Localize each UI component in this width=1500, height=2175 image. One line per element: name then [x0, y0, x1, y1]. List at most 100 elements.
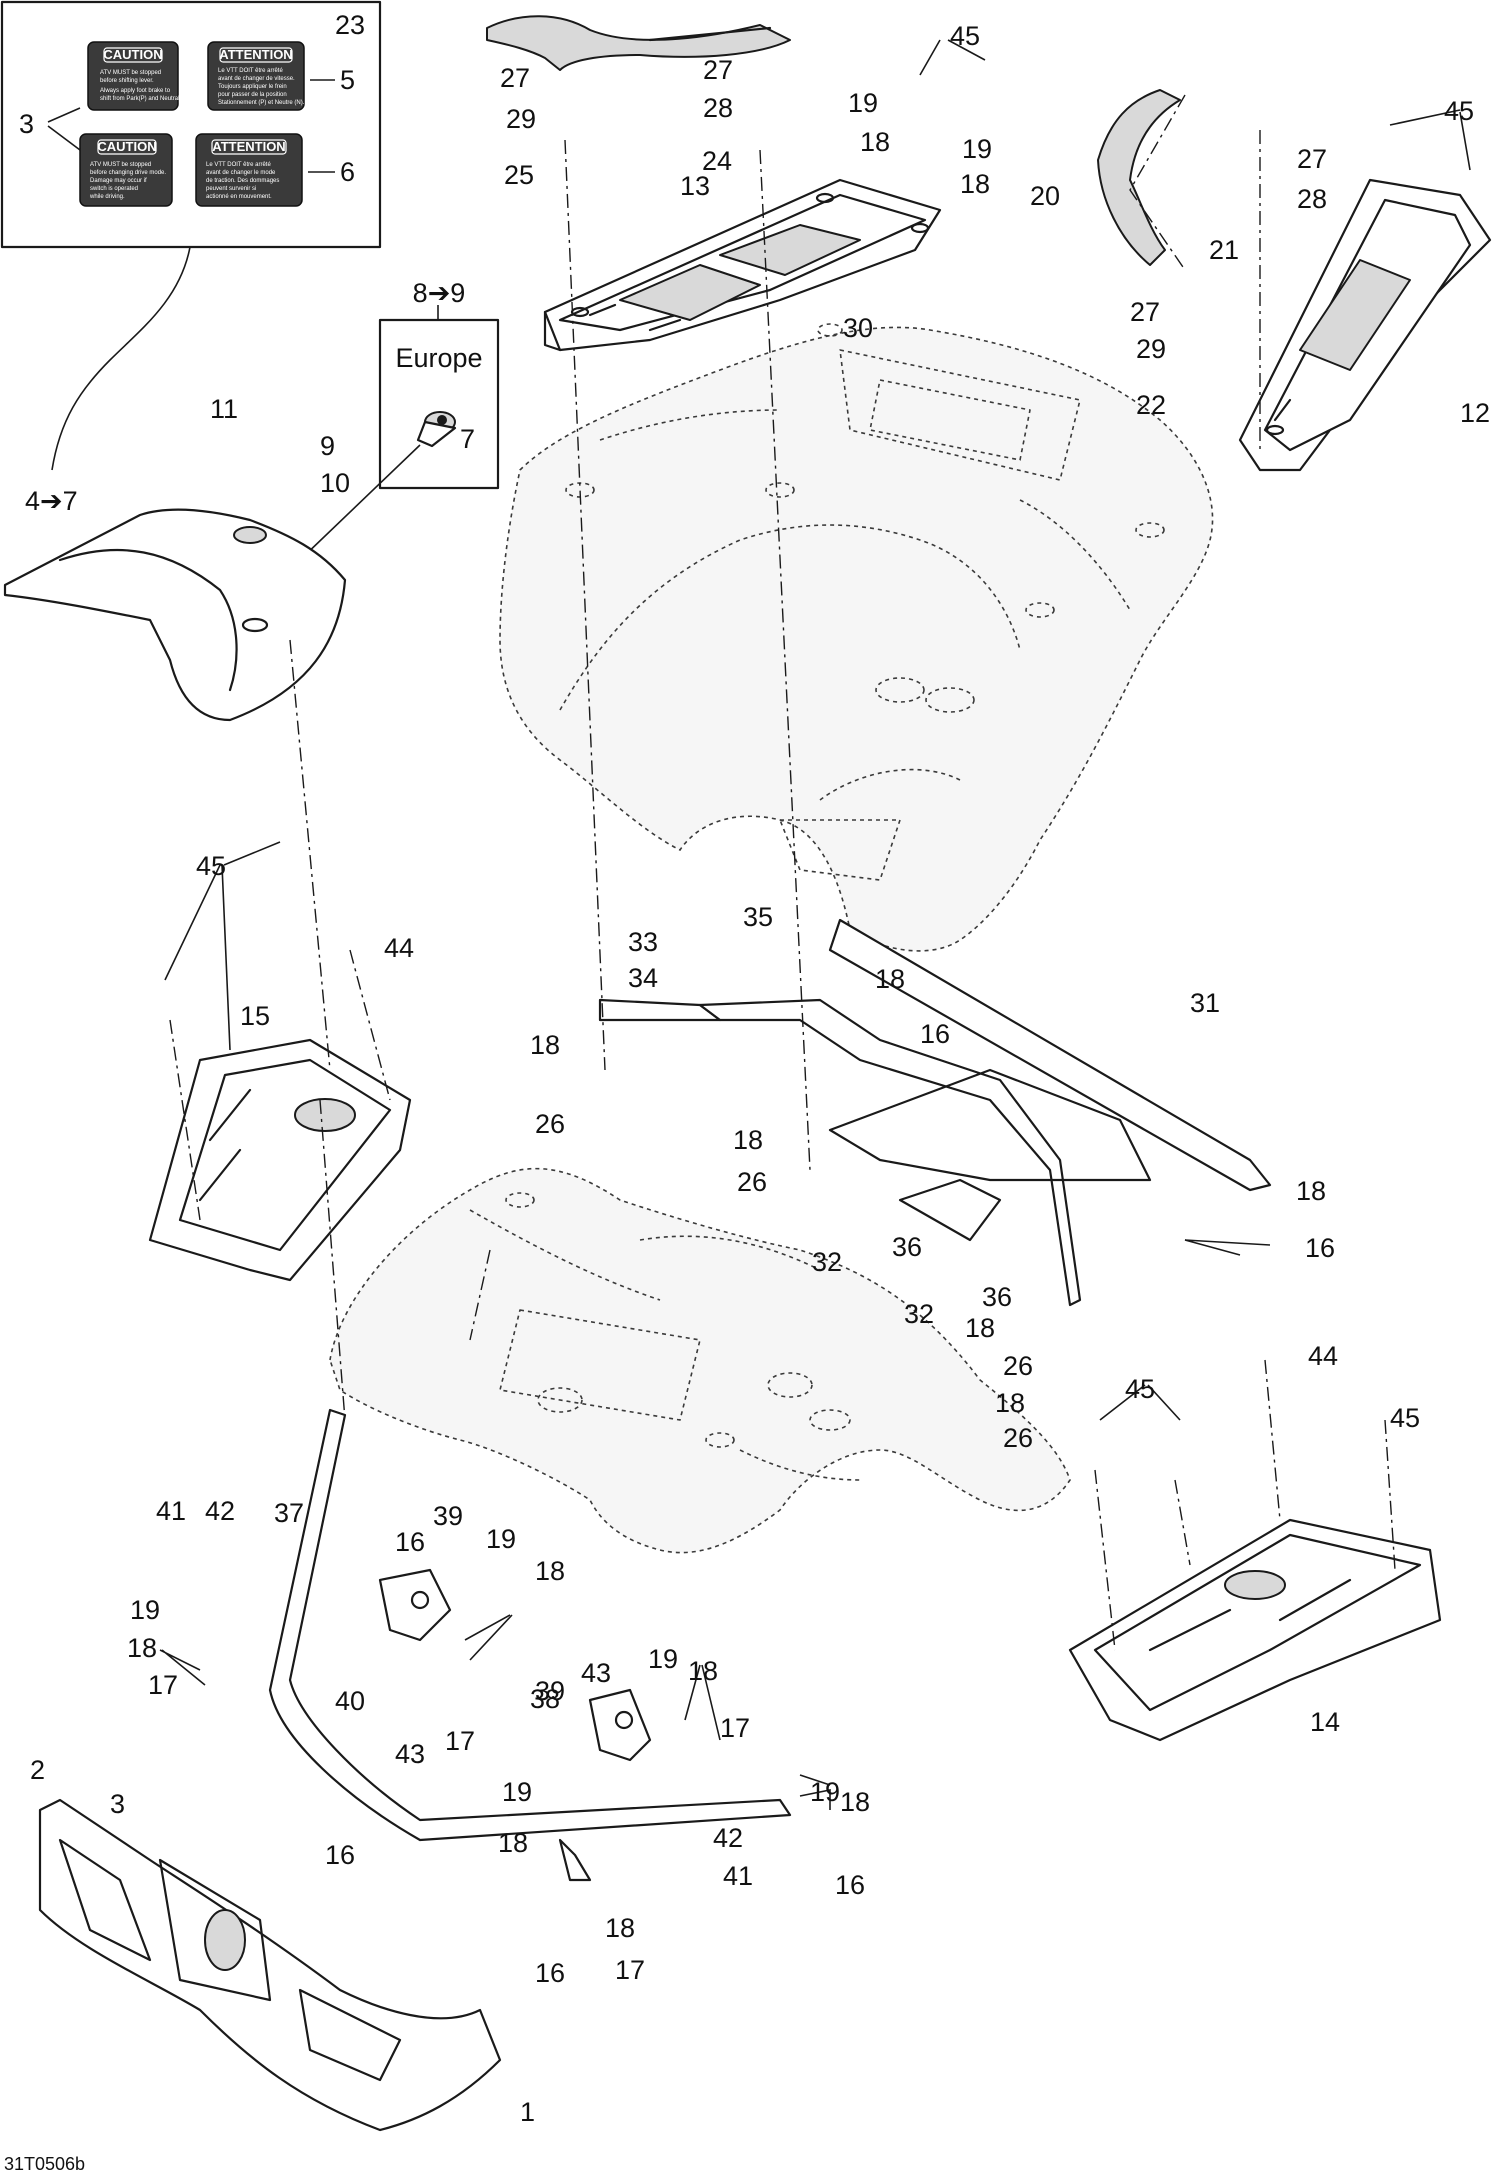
front-rack-left: [148, 1038, 412, 1282]
callout-7: 6: [340, 157, 355, 187]
callout-17e: 16: [835, 1870, 865, 1900]
callout-20g: 19: [502, 1777, 532, 1807]
callout-19i: 18: [535, 1556, 565, 1586]
callout-19j: 18: [127, 1633, 157, 1663]
region-range: 8➔9: [413, 278, 466, 308]
rear-rack-support: [598, 918, 1272, 1307]
callout-9: 7: [460, 424, 475, 454]
label-title: CAUTION: [97, 139, 156, 154]
callout-37: 36: [892, 1232, 922, 1262]
callout-12: 11: [210, 394, 238, 424]
region-label: Europe: [395, 343, 482, 373]
callout-19d: 18: [733, 1125, 763, 1155]
callout-20c: 19: [130, 1595, 160, 1625]
callout-20: 19: [848, 88, 878, 118]
callout-19c: 18: [530, 1030, 560, 1060]
front-panel-left: [3, 508, 347, 722]
callout-20f: 19: [810, 1777, 840, 1807]
callout-19l: 18: [498, 1828, 528, 1858]
side-rack-right: [1238, 178, 1492, 472]
svg-text:Le VTT DOIT être arrêté: Le VTT DOIT être arrêté: [218, 68, 283, 74]
callout-17c: 16: [325, 1840, 355, 1870]
svg-text:Always apply foot brake to: Always apply foot brake to: [100, 88, 171, 94]
svg-text:peuvent survenir si: peuvent survenir si: [206, 186, 256, 192]
label-title: ATTENTION: [212, 139, 285, 154]
label-title: ATTENTION: [219, 47, 292, 62]
label-attention-2: ATTENTION Le VTT DOIT être arrêté avant …: [195, 133, 303, 207]
label-title: CAUTION: [103, 47, 162, 62]
callout-27: 26: [535, 1109, 565, 1139]
svg-text:shift from Park(P) and Neutral: shift from Park(P) and Neutral(N).: [100, 96, 190, 102]
rear-grab-handle: [486, 15, 791, 71]
callout-18d: 17: [615, 1955, 645, 1985]
svg-text:pour passer de la position: pour passer de la position: [218, 92, 287, 98]
callout-29b: 28: [1297, 184, 1327, 214]
callout-11: 10: [320, 468, 350, 498]
callout-20e: 19: [648, 1644, 678, 1674]
callout-18b: 17: [445, 1726, 475, 1756]
callout-17: 16: [1305, 1233, 1335, 1263]
callout-46d: 45: [1125, 1374, 1155, 1404]
callout-14: 13: [680, 171, 710, 201]
callout-39: 38: [530, 1684, 560, 1714]
svg-text:avant de changer le mode: avant de changer le mode: [206, 170, 276, 176]
callout-20b: 19: [962, 134, 992, 164]
callout-33b: 32: [904, 1299, 934, 1329]
callout-19e: 18: [875, 964, 905, 994]
callout-46e: 45: [1390, 1403, 1420, 1433]
callout-27c: 26: [1003, 1351, 1033, 1381]
bracket-39: [588, 1688, 652, 1762]
callout-37b: 36: [982, 1282, 1012, 1312]
callout-45b: 44: [1308, 1341, 1338, 1371]
callout-44: 43: [395, 1739, 425, 1769]
side-grab-handle: [1097, 89, 1181, 266]
callout-19n: 18: [605, 1913, 635, 1943]
svg-text:Le VTT DOIT être arrêté: Le VTT DOIT être arrêté: [206, 162, 271, 168]
callout-30: 29: [506, 104, 536, 134]
callout-22: 21: [1209, 235, 1239, 265]
switch-icon: [416, 411, 457, 448]
callout-18: 17: [148, 1670, 178, 1700]
callout-31: 30: [843, 313, 873, 343]
callout-46c: 45: [196, 851, 226, 881]
callout-23: 22: [1136, 390, 1166, 420]
callout-19: 18: [860, 127, 890, 157]
callout-13: 12: [1460, 398, 1490, 428]
callout-33: 32: [812, 1247, 842, 1277]
svg-text:ATV MUST be stopped: ATV MUST be stopped: [100, 70, 161, 76]
callout-19b: 18: [960, 169, 990, 199]
callouts: 3 5 6 4➔7 7 9 10 11 12 13 14 15 16 16 16…: [19, 10, 1490, 2127]
callout-20d: 19: [486, 1524, 516, 1554]
callout-42: 41: [156, 1496, 186, 1526]
callout-17d: 16: [535, 1958, 565, 1988]
callout-19k: 18: [688, 1656, 718, 1686]
svg-text:ATV MUST be stopped: ATV MUST be stopped: [90, 162, 151, 168]
callout-38: 37: [274, 1498, 304, 1528]
callout-36: 35: [743, 902, 773, 932]
callout-27b: 26: [737, 1167, 767, 1197]
callout-19h: 18: [995, 1388, 1025, 1418]
callout-24: 23: [335, 10, 365, 40]
bracket-41: [378, 1568, 452, 1642]
assembly-lines: [169, 94, 1396, 1651]
callout-17b: 16: [395, 1527, 425, 1557]
svg-text:Toujours appliquer le frein: Toujours appliquer le frein: [218, 84, 287, 90]
callout-19m: 18: [840, 1787, 870, 1817]
europe-box: Europe 8➔9: [299, 278, 500, 561]
callout-46: 45: [950, 21, 980, 51]
callout-29: 28: [703, 93, 733, 123]
rear-fender-outline: [499, 323, 1214, 952]
callout-45: 44: [384, 933, 414, 963]
svg-text:avant de changer de vitesse.: avant de changer de vitesse.: [218, 76, 295, 82]
front-bumper-frame: [268, 1408, 792, 1882]
callout-5: 3: [19, 109, 34, 139]
callout-16: 15: [240, 1001, 270, 1031]
callout-26: 25: [504, 160, 534, 190]
callout-32: 31: [1190, 988, 1220, 1018]
rear-rack: [543, 178, 942, 352]
callout-4-7: 4➔7: [25, 486, 78, 516]
callout-42b: 41: [723, 1861, 753, 1891]
label-caution-1: CAUTION ATV MUST be stopped before shift…: [87, 41, 190, 111]
callout-1: 1: [520, 2097, 535, 2127]
